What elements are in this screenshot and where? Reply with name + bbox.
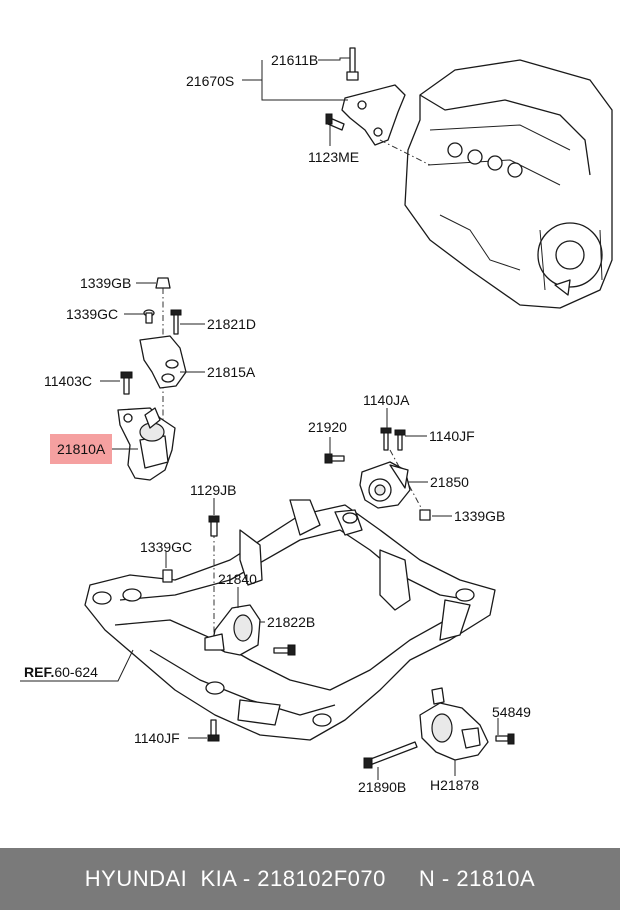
ref-prefix: REF. bbox=[24, 664, 54, 680]
label-54849: 54849 bbox=[492, 704, 531, 720]
engine-mount-parts-diagram: 21611B 21670S 1123ME 1339GB 1339GC 21821… bbox=[20, 47, 613, 795]
label-1339gc-left: 1339GC bbox=[140, 539, 192, 555]
label-21850: 21850 bbox=[430, 474, 469, 490]
label-21810a: 21810A bbox=[57, 441, 106, 457]
label-21670s: 21670S bbox=[186, 73, 234, 89]
part-number-footer: HYUNDAI KIA - 218102F070 N - 21810A bbox=[0, 848, 620, 910]
label-21840: 21840 bbox=[218, 571, 257, 587]
label-1339gc-top: 1339GC bbox=[66, 306, 118, 322]
part-labels: 21611B 21670S 1123ME 1339GB 1339GC 21821… bbox=[24, 52, 531, 795]
ref-number: 60-624 bbox=[54, 664, 98, 680]
label-1339gb-right: 1339GB bbox=[454, 508, 505, 524]
mount-h21878-illustration bbox=[363, 687, 515, 769]
label-21821d: 21821D bbox=[207, 316, 256, 332]
label-1339gb-top: 1339GB bbox=[80, 275, 131, 291]
label-1123me: 1123ME bbox=[308, 149, 359, 165]
leader-lines bbox=[20, 57, 499, 780]
label-21822b: 21822B bbox=[267, 614, 315, 630]
bolt-1140jf-illustration bbox=[207, 719, 220, 742]
label-h21878: H21878 bbox=[430, 777, 479, 793]
label-1140ja: 1140JA bbox=[363, 392, 410, 408]
bracket-21670s-illustration bbox=[325, 47, 431, 166]
label-21815a: 21815A bbox=[207, 364, 256, 380]
engine-block-illustration bbox=[404, 59, 613, 309]
label-ref: REF.60-624 bbox=[24, 664, 98, 680]
label-21920: 21920 bbox=[308, 419, 347, 435]
label-21611b: 21611B bbox=[271, 52, 318, 68]
label-1140jf-bottom: 1140JF bbox=[134, 730, 180, 746]
mount-21840-illustration bbox=[204, 515, 296, 656]
mount-assembly-21810a-illustration bbox=[117, 277, 187, 481]
label-1140jf-right: 1140JF bbox=[429, 428, 475, 444]
label-1129jb: 1129JB bbox=[190, 482, 236, 498]
label-11403c: 11403C bbox=[44, 373, 92, 389]
label-21890b: 21890B bbox=[358, 779, 406, 795]
footer-text: HYUNDAI KIA - 218102F070 N - 21810A bbox=[84, 866, 536, 891]
highlight-box bbox=[50, 434, 112, 464]
mount-21850-illustration bbox=[324, 427, 431, 521]
